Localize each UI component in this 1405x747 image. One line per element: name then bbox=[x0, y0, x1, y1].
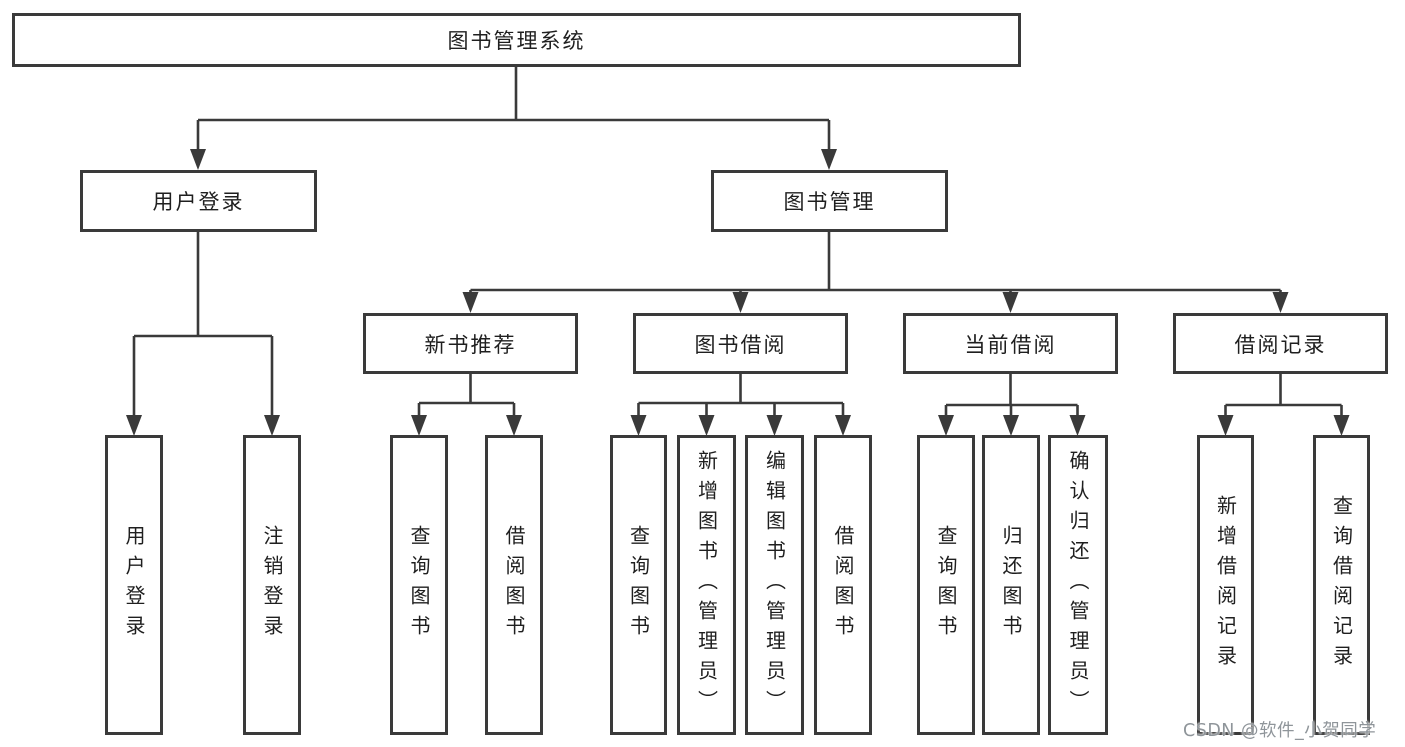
node-book-management: 图书管理 bbox=[711, 170, 948, 232]
node-new-book-recommend: 新书推荐 bbox=[363, 313, 578, 374]
node-label: 用户登录 bbox=[152, 190, 245, 214]
leaf-query-books-borrow: 查询图书 bbox=[610, 435, 667, 735]
node-label: 用户登录 bbox=[122, 525, 146, 645]
node-current-borrow: 当前借阅 bbox=[903, 313, 1118, 374]
node-label: 借阅图书 bbox=[502, 525, 526, 645]
node-book-borrow: 图书借阅 bbox=[633, 313, 848, 374]
leaf-query-borrow-record: 查询借阅记录 bbox=[1313, 435, 1370, 735]
node-label: 新增图书（管理员） bbox=[694, 450, 719, 720]
node-label: 图书管理 bbox=[783, 190, 876, 214]
node-label: 新增借阅记录 bbox=[1213, 495, 1238, 675]
node-library-management-system: 图书管理系统 bbox=[12, 13, 1021, 67]
node-label: 确认归还（管理员） bbox=[1066, 450, 1090, 720]
node-label: 注销登录 bbox=[260, 525, 284, 645]
leaf-query-books-recommend: 查询图书 bbox=[390, 435, 448, 735]
node-label: 查询借阅记录 bbox=[1329, 495, 1354, 675]
node-label: 查询图书 bbox=[934, 525, 958, 645]
node-label: 归还图书 bbox=[999, 525, 1023, 645]
leaf-edit-book-admin: 编辑图书（管理员） bbox=[745, 435, 804, 735]
leaf-query-books-current: 查询图书 bbox=[917, 435, 975, 735]
csdn-watermark: CSDN @软件_小贺同学 bbox=[1183, 721, 1377, 741]
node-label: 查询图书 bbox=[626, 525, 651, 645]
node-borrow-records: 借阅记录 bbox=[1173, 313, 1388, 374]
node-label: 查询图书 bbox=[407, 525, 431, 645]
leaf-add-book-admin: 新增图书（管理员） bbox=[677, 435, 736, 735]
leaf-add-borrow-record: 新增借阅记录 bbox=[1197, 435, 1254, 735]
leaf-user-login: 用户登录 bbox=[105, 435, 163, 735]
leaf-borrow-books: 借阅图书 bbox=[814, 435, 872, 735]
node-label: 借阅记录 bbox=[1234, 332, 1327, 357]
leaf-logout: 注销登录 bbox=[243, 435, 301, 735]
node-label: 当前借阅 bbox=[964, 332, 1057, 357]
arrowheads bbox=[126, 149, 1350, 436]
node-user-login: 用户登录 bbox=[80, 170, 317, 232]
node-label: 编辑图书（管理员） bbox=[762, 450, 787, 720]
leaf-confirm-return-admin: 确认归还（管理员） bbox=[1048, 435, 1108, 735]
leaf-borrow-books-recommend: 借阅图书 bbox=[485, 435, 543, 735]
node-label: 借阅图书 bbox=[831, 525, 855, 645]
node-label: 图书管理系统 bbox=[447, 29, 586, 53]
leaf-return-book: 归还图书 bbox=[982, 435, 1040, 735]
node-label: 新书推荐 bbox=[424, 332, 517, 357]
node-label: 图书借阅 bbox=[694, 332, 787, 357]
